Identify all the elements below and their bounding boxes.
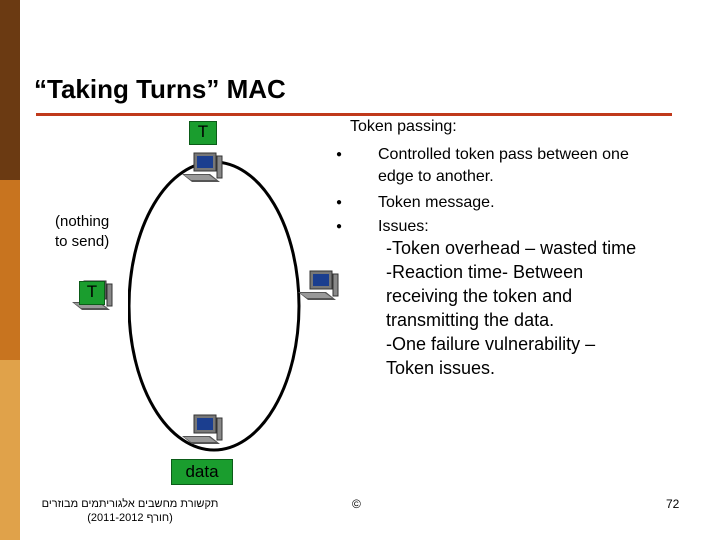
nothing-to-send-label: (nothing to send) (55, 212, 109, 252)
bullet-dot-icon: ● (336, 221, 343, 232)
footer-course: תקשורת מחשבים אלגוריתמים מבוזרים (חורף 2… (40, 497, 220, 525)
page-number: 72 (666, 497, 680, 511)
bullet-dot-icon: ● (336, 149, 343, 160)
computer-icon (182, 414, 223, 444)
issues-line: Token issues. (386, 358, 496, 378)
footer-course-term: (חורף 2011-2012) (87, 512, 173, 524)
sidebar-segment-dark (0, 0, 20, 180)
sidebar-segment-light (0, 360, 20, 540)
title-underline (36, 113, 672, 116)
slide-title: “Taking Turns” MAC (34, 74, 286, 104)
token-label-top: T (189, 121, 217, 145)
sidebar-segment-mid (0, 180, 20, 360)
issues-line: -One failure vulnerability – (386, 334, 596, 354)
issues-line: -Token overhead – wasted time (386, 238, 637, 258)
sidebar-decoration (0, 0, 20, 540)
section-heading: Token passing: (350, 118, 457, 135)
issues-line: -Reaction time- Between (386, 262, 584, 282)
bullet-dot-icon: ● (336, 197, 343, 208)
issues-detail: -Token overhead – wasted time -Reaction … (386, 236, 636, 380)
computer-icon (182, 152, 223, 182)
nothing-line-2: to send) (55, 233, 110, 250)
nothing-line-1: (nothing (55, 213, 110, 230)
bullet-text: Issues: (378, 218, 429, 235)
bullet-text: Controlled token pass between one (378, 146, 629, 163)
footer-course-name: תקשורת מחשבים אלגוריתמים מבוזרים (41, 498, 219, 510)
token-ring (128, 160, 301, 452)
footer-copyright: © (352, 497, 361, 511)
issues-line: receiving the token and (386, 286, 573, 306)
token-label-left: T (79, 281, 105, 305)
issues-line: transmitting the data. (386, 310, 555, 330)
data-label: data (171, 459, 233, 485)
computer-icon (298, 270, 339, 300)
bullet-text-continued: edge to another. (378, 168, 494, 185)
bullet-text: Token message. (378, 194, 495, 211)
